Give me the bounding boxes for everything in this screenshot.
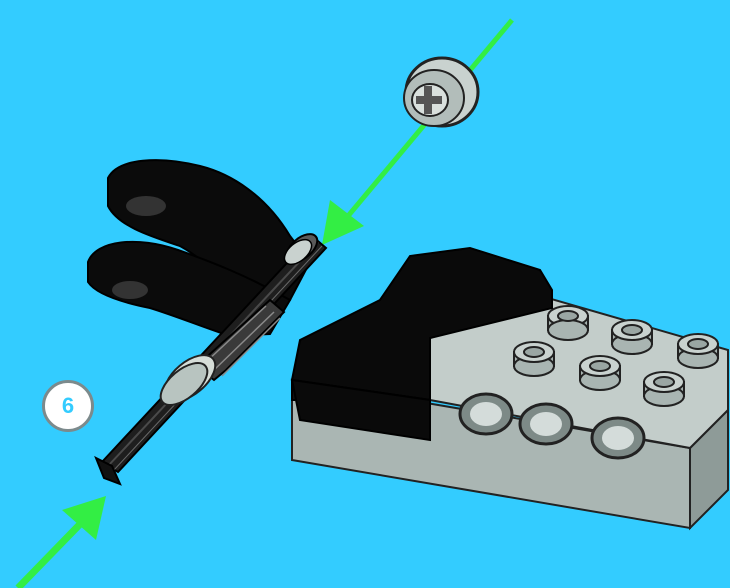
upper-green-arrow <box>322 20 512 245</box>
lower-green-arrow <box>18 496 106 588</box>
step-number-badge: 6 <box>42 380 94 432</box>
loose-bush <box>404 58 478 126</box>
